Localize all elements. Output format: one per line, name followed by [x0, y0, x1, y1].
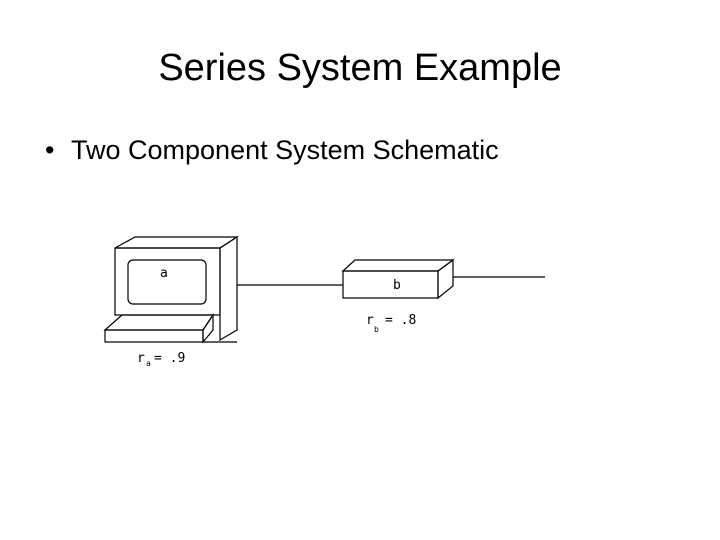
- keyboard-top: [103, 314, 215, 331]
- monitor-top: [114, 236, 240, 249]
- monitor-front: [114, 247, 221, 316]
- reliability-b-symbol: r: [366, 313, 374, 328]
- component-b-label: b: [393, 278, 401, 293]
- reliability-a-subscript: a: [146, 359, 151, 368]
- bullet-item: • Two Component System Schematic: [45, 132, 499, 168]
- box-front: [342, 270, 439, 299]
- reliability-a-value: = .9: [154, 351, 185, 366]
- keyboard-side: [202, 313, 214, 344]
- monitor-screen: [127, 259, 207, 305]
- component-a-terminal: [103, 235, 240, 344]
- reliability-b: r b = .8: [366, 313, 416, 334]
- reliability-a-symbol: r: [137, 351, 145, 366]
- monitor-side: [219, 235, 238, 342]
- component-a-label: a: [160, 266, 168, 281]
- reliability-b-value: = .8: [385, 313, 416, 328]
- keyboard-front: [104, 329, 204, 343]
- reliability-a: r a = .9: [137, 351, 185, 368]
- box-side: [437, 258, 454, 300]
- reliability-b-subscript: b: [374, 325, 379, 334]
- box-top: [341, 259, 455, 272]
- slide-title: Series System Example: [158, 47, 562, 89]
- bullet-marker: •: [45, 135, 55, 165]
- component-b-box: [341, 258, 455, 300]
- bullet-text: Two Component System Schematic: [71, 135, 499, 165]
